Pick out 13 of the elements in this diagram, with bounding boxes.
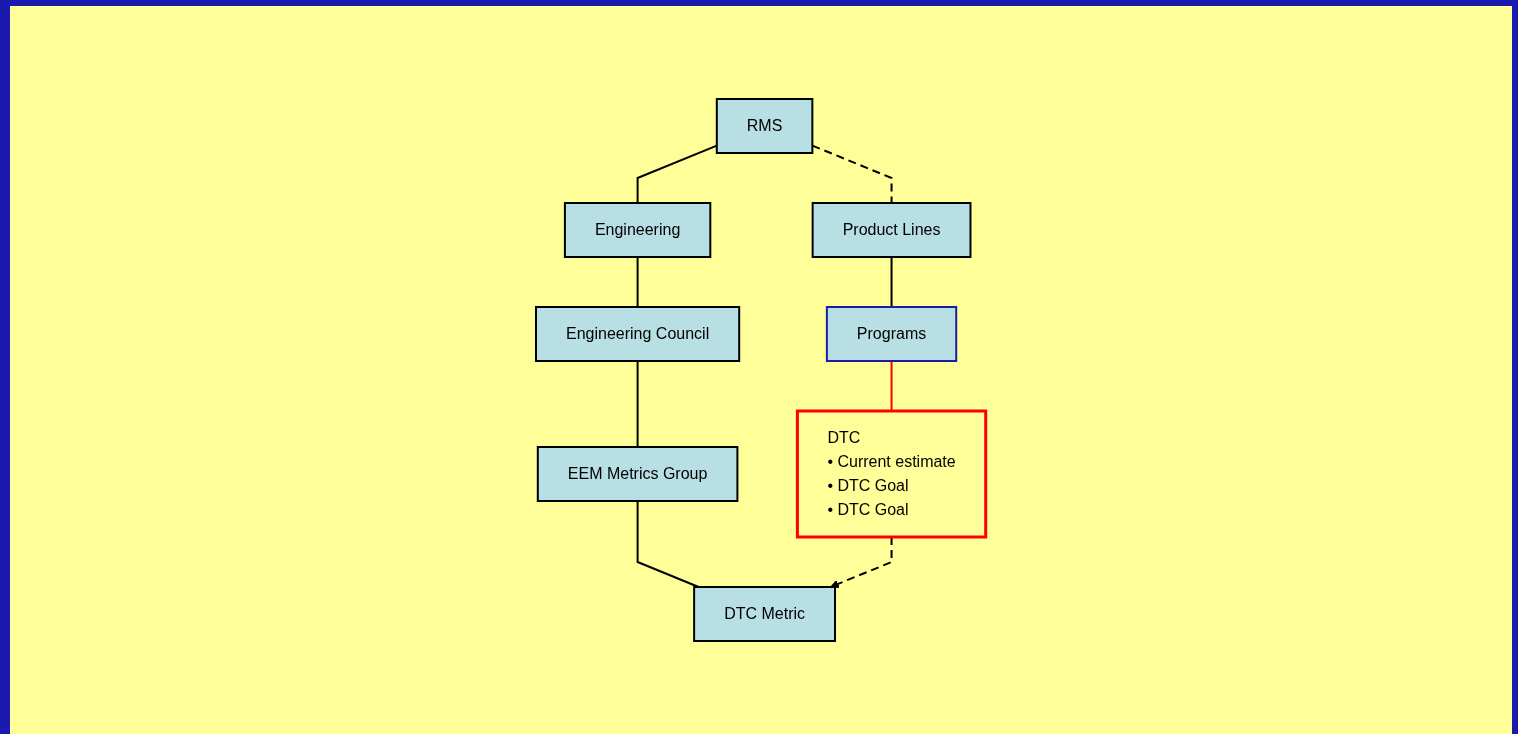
node-box: DTC • Current estimate • DTC Goal • DTC Goal xyxy=(796,409,988,539)
node-box: Engineering Council xyxy=(535,306,741,362)
connector xyxy=(890,360,893,412)
node-box: Product Lines xyxy=(811,202,972,258)
node-box: RMS xyxy=(715,98,814,154)
node-box: Programs xyxy=(826,306,958,362)
node-box: DTC Metric xyxy=(693,586,837,642)
connector xyxy=(890,256,893,308)
connector xyxy=(636,360,639,448)
connector xyxy=(636,500,700,588)
node-box: Engineering xyxy=(564,202,712,258)
node-box: EEM Metrics Group xyxy=(536,446,739,502)
connector xyxy=(636,256,639,308)
